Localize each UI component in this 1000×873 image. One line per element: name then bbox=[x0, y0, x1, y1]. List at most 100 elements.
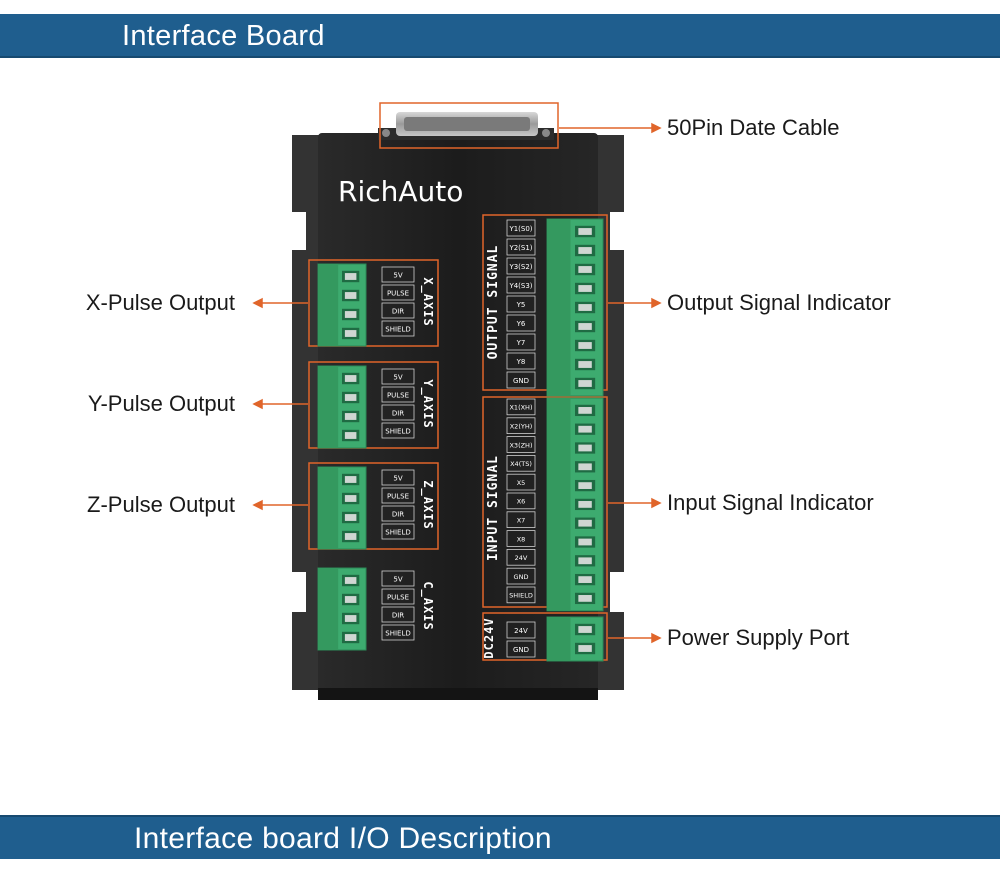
pin-label-box bbox=[381, 523, 415, 540]
pin-label: GND bbox=[514, 573, 529, 581]
pin-label-box bbox=[506, 567, 536, 585]
pin-label: 5V bbox=[393, 271, 402, 279]
pin-label: PULSE bbox=[387, 593, 409, 601]
mounting-flange-left bbox=[292, 135, 324, 690]
highlight-cable bbox=[379, 102, 559, 149]
input-signal-block: INPUT SIGNALX1(XH)X2(YH)X3(ZH)X4(TS)X5X6… bbox=[486, 397, 604, 612]
pin-label: Y8 bbox=[516, 358, 526, 366]
pin-label-box bbox=[381, 624, 415, 641]
pin-label: SHIELD bbox=[385, 427, 410, 435]
brand-logo: RichAuto bbox=[338, 175, 463, 208]
board-body bbox=[318, 133, 598, 699]
highlight-z-axis bbox=[308, 462, 439, 550]
pin-label-box bbox=[506, 549, 536, 566]
pin-label: X4(TS) bbox=[510, 460, 532, 468]
signal-blocks: OUTPUT SIGNALY1(S0)Y2(S1)Y3(S2)Y4(S3)Y5Y… bbox=[482, 218, 604, 662]
pin-label: SHIELD bbox=[385, 528, 410, 536]
pin-label-box bbox=[381, 588, 415, 605]
input-pin-labels: X1(XH)X2(YH)X3(ZH)X4(TS)X5X6X7X824VGNDSH… bbox=[506, 398, 536, 604]
header-title: Interface Board bbox=[122, 20, 325, 52]
power-pin-labels: 24V GND bbox=[506, 621, 536, 658]
pin-label: GND bbox=[513, 646, 529, 654]
highlight-x-axis bbox=[308, 259, 439, 347]
pin-label-box bbox=[506, 371, 536, 389]
highlight-input-signal bbox=[482, 396, 608, 608]
pin-label: Y6 bbox=[516, 320, 526, 328]
pin-label: Y4(S3) bbox=[508, 282, 532, 290]
pin-label: DIR bbox=[392, 611, 404, 619]
pin-label: SHIELD bbox=[385, 629, 410, 637]
pin-label: SHIELD bbox=[385, 325, 410, 333]
output-signal-block: OUTPUT SIGNALY1(S0)Y2(S1)Y3(S2)Y4(S3)Y5Y… bbox=[486, 218, 604, 397]
pin-label-box bbox=[506, 417, 536, 434]
callout-z-pulse: Z-Pulse Output bbox=[87, 492, 235, 517]
pin-label-box bbox=[506, 238, 536, 256]
power-title: DC24V bbox=[482, 617, 496, 658]
pin-label: 5V bbox=[393, 373, 402, 381]
pin-label: DIR bbox=[392, 409, 404, 417]
output-signal-title: OUTPUT SIGNAL bbox=[486, 245, 501, 360]
callout-arrows bbox=[252, 122, 662, 644]
pin-label-box bbox=[381, 469, 415, 486]
pin-label-box bbox=[381, 368, 415, 385]
pin-label: DIR bbox=[392, 510, 404, 518]
axis-terminal bbox=[317, 365, 367, 449]
highlight-output-signal bbox=[482, 214, 608, 391]
pin-label: Y3(S2) bbox=[508, 263, 532, 271]
header-banner: Interface Board bbox=[0, 14, 1000, 58]
callout-cable: 50Pin Date Cable bbox=[667, 115, 840, 140]
pin-label: Y7 bbox=[516, 339, 526, 347]
axis-pin-labels: 5V PULSE DIR SHIELD bbox=[381, 368, 415, 439]
callout-input-indicator: Input Signal Indicator bbox=[667, 490, 874, 515]
pin-label-box bbox=[506, 454, 536, 472]
pin-label-box bbox=[506, 314, 536, 332]
highlight-power bbox=[482, 612, 608, 661]
output-terminal bbox=[546, 218, 604, 397]
highlight-boxes bbox=[308, 102, 608, 661]
input-signal-title: INPUT SIGNAL bbox=[486, 455, 501, 561]
pin-label: X5 bbox=[517, 479, 526, 487]
footer-banner: Interface board I/O Description bbox=[0, 815, 1000, 859]
db50-connector bbox=[378, 112, 554, 140]
callout-power-port: Power Supply Port bbox=[667, 625, 850, 650]
pin-label-box bbox=[381, 422, 415, 439]
pin-label: Y5 bbox=[516, 301, 526, 309]
pin-label: DIR bbox=[392, 307, 404, 315]
pin-label-box bbox=[506, 492, 536, 510]
footer-title: Interface board I/O Description bbox=[134, 822, 552, 855]
pin-label: X6 bbox=[517, 498, 526, 506]
pin-label: PULSE bbox=[387, 391, 409, 399]
axis-title: X_AXIS bbox=[420, 277, 435, 326]
callout-y-pulse: Y-Pulse Output bbox=[87, 391, 235, 416]
pin-label-box bbox=[381, 570, 415, 587]
axis-blocks: 5VPULSEDIRSHIELDX_AXIS5VPULSEDIRSHIELDY_… bbox=[317, 263, 435, 651]
pin-label-box bbox=[506, 621, 536, 639]
pin-label-box bbox=[381, 505, 415, 522]
pin-label: X7 bbox=[517, 516, 526, 524]
pin-label-box bbox=[506, 333, 536, 351]
axis-terminal bbox=[317, 466, 367, 550]
pin-label: 24V bbox=[515, 554, 528, 562]
input-terminal bbox=[546, 397, 604, 612]
axis-title: C_AXIS bbox=[420, 581, 435, 630]
pin-label-box bbox=[506, 295, 536, 313]
pin-label: 24V bbox=[514, 627, 528, 635]
pin-label: Y2(S1) bbox=[508, 244, 532, 252]
pin-label: GND bbox=[513, 377, 529, 385]
pin-label-box bbox=[506, 473, 536, 491]
pin-label: Y1(S0) bbox=[508, 225, 532, 233]
pin-label: X3(ZH) bbox=[509, 441, 532, 449]
pin-label-box bbox=[381, 320, 415, 337]
pin-label-box bbox=[506, 257, 536, 275]
pin-label-box bbox=[381, 302, 415, 319]
pin-label-box bbox=[506, 398, 536, 416]
